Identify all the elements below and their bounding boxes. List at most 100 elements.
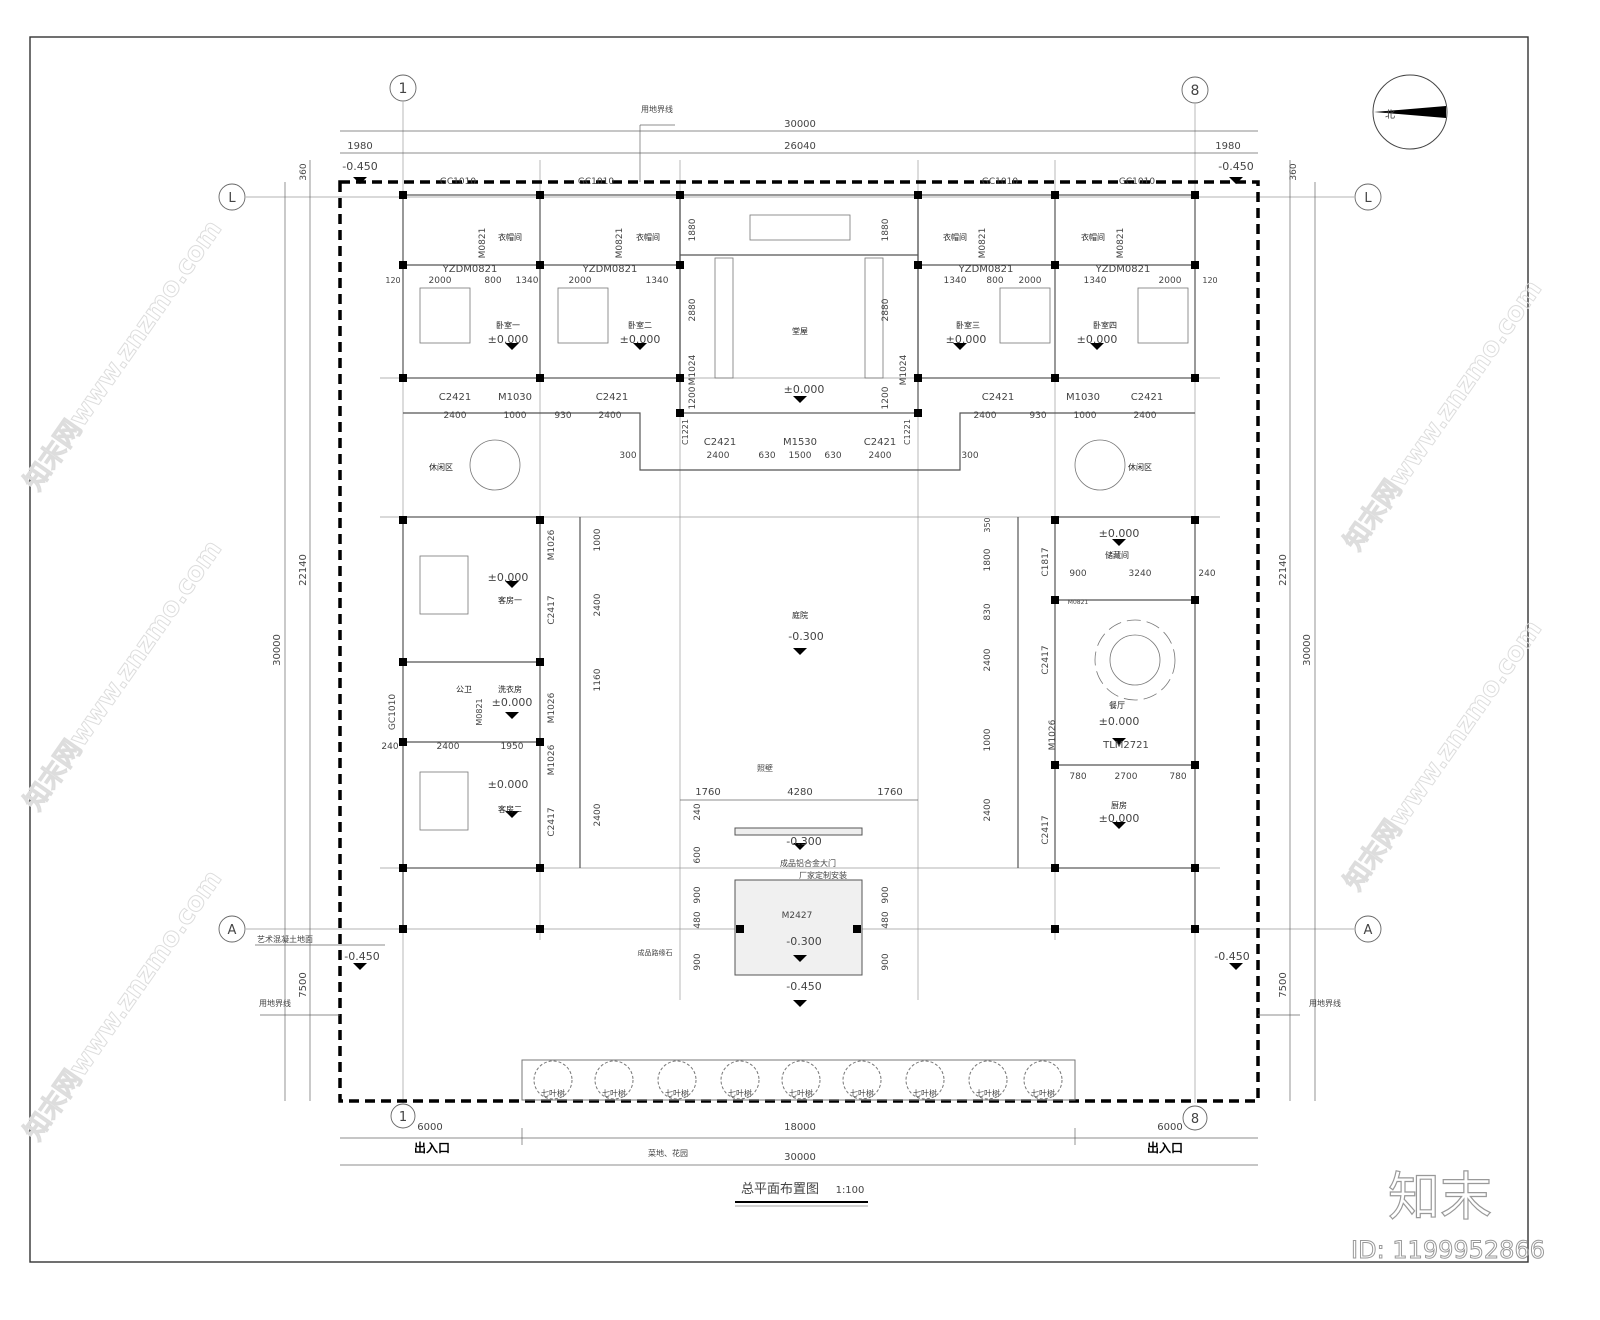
room-label: 客房一 (498, 595, 522, 605)
dim-label: 2000 (1019, 276, 1042, 286)
dim-label: 780 (1069, 772, 1086, 782)
dim-label: 7500 (1278, 972, 1289, 997)
note-label: 用地界线 (259, 998, 291, 1008)
note-label: 七叶树 (728, 1088, 752, 1098)
tree-icon (1023, 1060, 1063, 1100)
tree-icon (657, 1060, 697, 1100)
column (399, 864, 407, 872)
dim-label: 1000 (1074, 411, 1097, 421)
dim-label: 1200 (881, 386, 891, 409)
dim-label: 2400 (707, 451, 730, 461)
column (399, 658, 407, 666)
level-label: -0.300 (786, 935, 821, 948)
dim-label: 1980 (1215, 141, 1240, 152)
dim-label: 2400 (983, 648, 993, 671)
north-label: 北 (1385, 109, 1395, 121)
column (676, 261, 684, 269)
dim-label: 1000 (593, 528, 603, 551)
dimension-lines (255, 124, 1316, 1166)
dim-label: 120 (385, 276, 400, 285)
column (1191, 374, 1199, 382)
dim-label: 1340 (516, 276, 539, 286)
dim-label: 2400 (599, 411, 622, 421)
dim-label: 6000 (417, 1122, 442, 1133)
tag-label: M1026 (547, 744, 557, 775)
note-label: 出入口 (1147, 1140, 1183, 1155)
note-label: 菜地、花园 (648, 1148, 688, 1158)
column (536, 191, 544, 199)
dim-label: 360 (1289, 163, 1299, 180)
column (736, 925, 744, 933)
note-label: 七叶树 (913, 1088, 937, 1098)
dim-label: 300 (619, 451, 636, 461)
column (914, 261, 922, 269)
column (1191, 191, 1199, 199)
level-marker-icon (505, 343, 519, 350)
dim-label: 2000 (429, 276, 452, 286)
dim-label: 2880 (688, 298, 698, 321)
level-marker-icon (633, 343, 647, 350)
column (1191, 596, 1199, 604)
watermark-text: 知末网www.znzmo.com (19, 215, 228, 496)
tag-label: C1221 (681, 419, 690, 445)
level-label: -0.450 (342, 160, 377, 173)
brand-watermark: 知末 (1388, 1168, 1492, 1228)
column (399, 738, 407, 746)
dim-label: 300 (961, 451, 978, 461)
dim-label: 3240 (1129, 569, 1152, 579)
furniture (419, 214, 1189, 831)
level-marker-icon (1229, 963, 1243, 970)
tag-label: YZDM0821 (958, 264, 1014, 275)
trees (533, 1060, 1063, 1100)
dim-label: 930 (1029, 411, 1046, 421)
room-label: 公卫 (456, 685, 472, 694)
dim-label: 22140 (298, 554, 309, 586)
column (536, 261, 544, 269)
room-label: 客房二 (498, 804, 522, 814)
level-label: ±0.000 (1099, 527, 1140, 540)
dim-label: 480 (881, 911, 891, 928)
room-label: 衣帽间 (1081, 232, 1105, 242)
level-marker-icon (505, 712, 519, 719)
axe-label: 1 (399, 1110, 407, 1125)
dim-label: 2400 (869, 451, 892, 461)
tag-label: M0821 (475, 698, 484, 725)
dim-label: 1000 (983, 728, 993, 751)
dim-label: 1880 (688, 218, 698, 241)
north-arrow-icon (1372, 74, 1448, 150)
column (1051, 761, 1059, 769)
level-label: -0.300 (786, 835, 821, 848)
dim-label: 240 (693, 803, 703, 820)
column (1051, 864, 1059, 872)
dim-label: 900 (881, 886, 891, 903)
site-boundary (338, 180, 1260, 1103)
level-label: ±0.000 (488, 571, 529, 584)
level-marker-icon (793, 396, 807, 403)
tree-icon (842, 1060, 882, 1100)
level-label: -0.450 (344, 950, 379, 963)
dim-label: 830 (983, 603, 993, 620)
room-label: 洗衣房 (498, 684, 522, 694)
dim-label: 900 (693, 886, 703, 903)
dim-label: 2400 (1134, 411, 1157, 421)
dim-label: 2400 (983, 798, 993, 821)
room-label: 厨房 (1111, 800, 1127, 810)
note-label: 照壁 (757, 763, 773, 773)
column (536, 738, 544, 746)
room-label: 堂屋 (792, 326, 808, 336)
tag-label: YZDM0821 (1095, 264, 1151, 275)
column (914, 374, 922, 382)
tag-label: C2421 (439, 392, 471, 403)
tag-label: M1026 (1048, 719, 1058, 750)
axe-label: L (228, 191, 236, 206)
dim-label: 30000 (272, 634, 283, 666)
tag-label: C2421 (1131, 392, 1163, 403)
dim-label: 800 (986, 276, 1003, 286)
level-label: ±0.000 (1099, 715, 1140, 728)
dim-label: 240 (1198, 569, 1215, 579)
room-label: 卧室三 (956, 320, 980, 330)
column (399, 374, 407, 382)
note-label: 用地界线 (1309, 998, 1341, 1008)
level-marker-icon (793, 1000, 807, 1007)
